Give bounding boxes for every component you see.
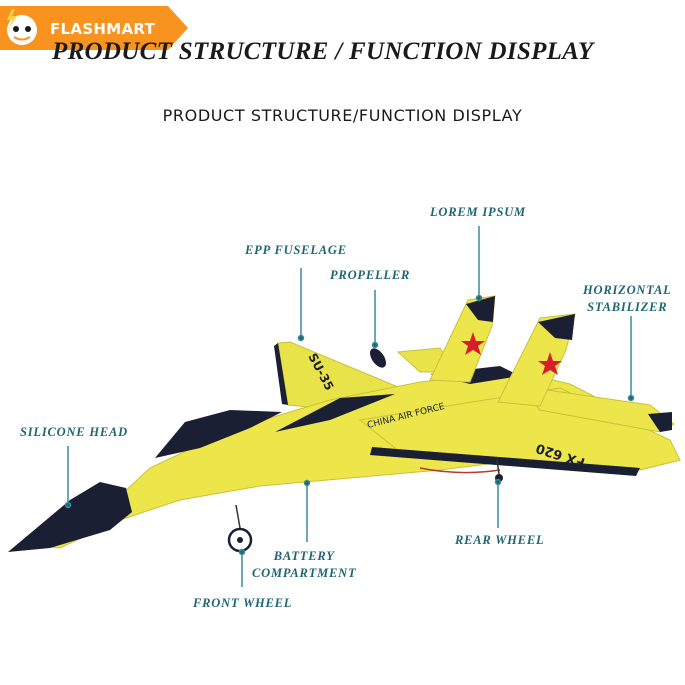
leader-lines	[64, 226, 635, 587]
banner-title: PRODUCT STRUCTURE / FUNCTION DISPLAY	[52, 38, 594, 65]
page-subtitle: PRODUCT STRUCTURE/FUNCTION DISPLAY	[162, 106, 523, 125]
callout-rear-wheel: REAR WHEEL	[455, 533, 545, 547]
star-icon	[538, 352, 562, 375]
brand-name: FLASHMART	[50, 20, 156, 38]
propeller-blade	[370, 348, 386, 368]
star-icon	[461, 332, 485, 355]
callout-line: BATTERY	[273, 549, 335, 563]
callout-line: STABILIZER	[587, 300, 668, 314]
callout-propeller: PROPELLER	[330, 268, 411, 282]
brand-logo: FLASHMART	[0, 6, 190, 50]
callout-line: HORIZONTAL	[583, 283, 672, 297]
callout-horizontal-stabilizer: HORIZONTAL STABILIZER	[583, 282, 672, 316]
callout-front-wheel: FRONT WHEEL	[193, 596, 293, 610]
callout-battery-compartment: BATTERY COMPARTMENT	[252, 548, 356, 582]
left-wing-edge	[274, 343, 288, 405]
callout-lorem-ipsum: LOREM IPSUM	[430, 205, 526, 219]
brand-badge	[0, 6, 188, 50]
lightning-icon	[7, 9, 17, 28]
right-wing-edge	[370, 447, 640, 476]
canopy	[155, 410, 282, 458]
nose-cone	[8, 482, 132, 552]
callout-epp-fuselage: EPP FUSELAGE	[245, 243, 347, 257]
callout-silicone-head: SILICONE HEAD	[20, 425, 128, 439]
callout-line: COMPARTMENT	[252, 566, 357, 580]
